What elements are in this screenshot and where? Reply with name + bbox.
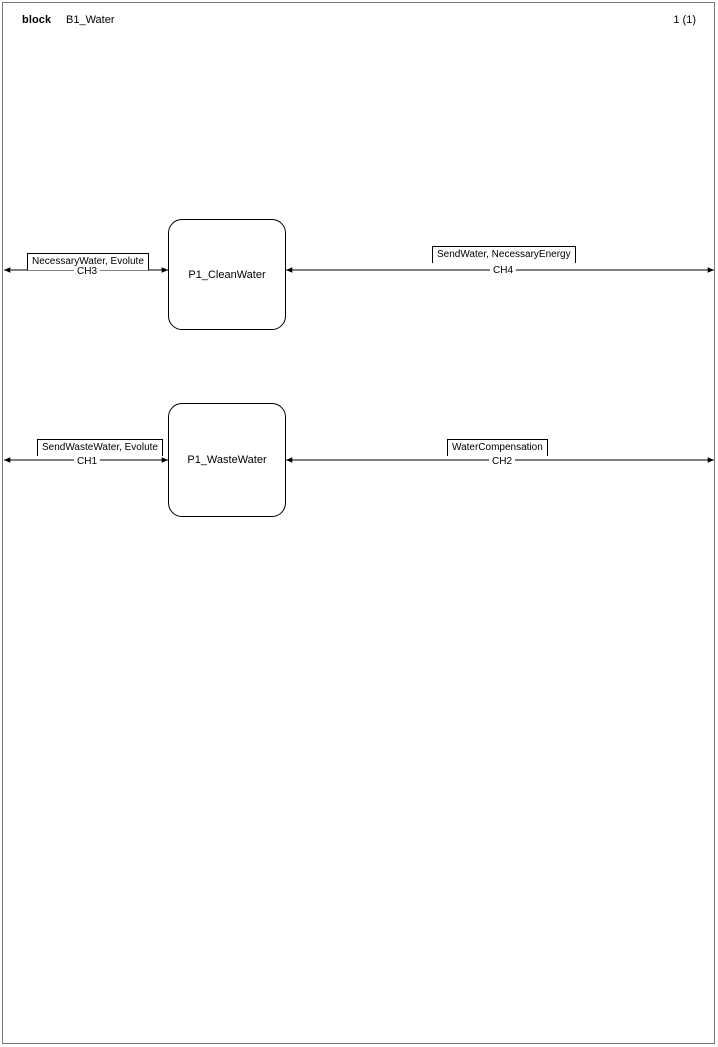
channel-message-box-ch3[interactable]: NecessaryWater, Evolute <box>27 253 149 270</box>
diagram-kind-label: block <box>22 14 52 26</box>
page-number-label: 1 (1) <box>673 14 696 26</box>
channel-message-box-ch4[interactable]: SendWater, NecessaryEnergy <box>432 246 576 263</box>
process-block-label: P1_WasteWater <box>187 454 267 466</box>
channel-name-ch2: CH2 <box>489 456 516 467</box>
process-block-p1-wastewater[interactable]: P1_WasteWater <box>168 403 286 517</box>
channel-message-box-ch1[interactable]: SendWasteWater, Evolute <box>37 439 163 456</box>
process-block-label: P1_CleanWater <box>188 268 266 281</box>
channel-name-ch4: CH4 <box>490 265 517 276</box>
channel-message-box-ch2[interactable]: WaterCompensation <box>447 439 548 456</box>
channel-name-ch3: CH3 <box>74 266 101 277</box>
process-block-p1-cleanwater[interactable]: P1_CleanWater <box>168 219 286 330</box>
diagram-name-label: B1_Water <box>66 14 115 26</box>
channel-name-ch1: CH1 <box>74 456 101 467</box>
diagram-header: block B1_Water 1 (1) <box>0 12 718 34</box>
